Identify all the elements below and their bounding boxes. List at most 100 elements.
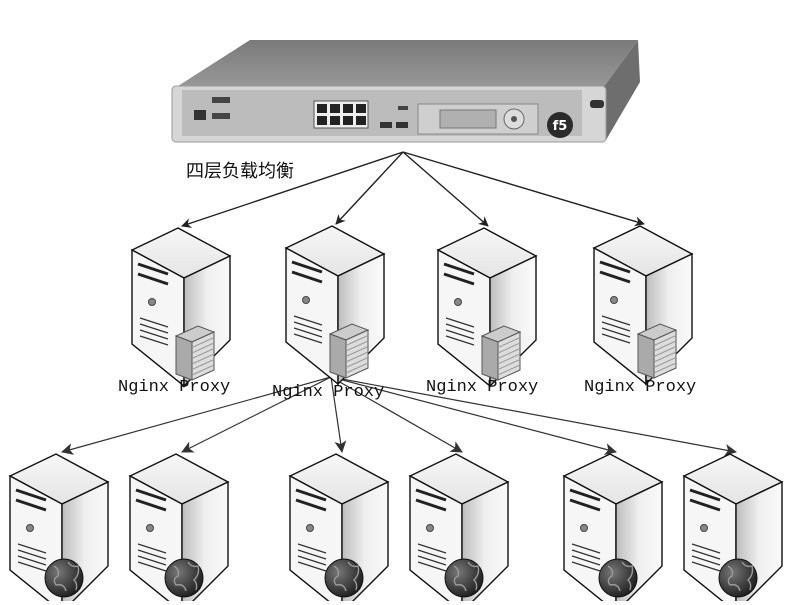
vent-lines-icon	[601, 333, 631, 344]
vent-lines-icon	[417, 549, 447, 560]
web-server-3	[288, 453, 390, 605]
power-button-icon	[26, 524, 34, 532]
vent-lines-icon	[297, 555, 327, 566]
sfp-port-icon	[396, 122, 408, 128]
drive-bay-icon	[599, 260, 631, 274]
f5-logo-icon	[547, 112, 573, 138]
sfp-port-icon	[380, 122, 392, 128]
proxy-server-3	[436, 227, 538, 388]
vent-lines-icon	[445, 317, 475, 328]
vent-lines-icon	[691, 561, 721, 572]
vent-lines-icon	[139, 329, 169, 340]
vent-lines-icon	[297, 549, 327, 560]
drive-bay-icon	[689, 488, 721, 502]
vent-lines-icon	[137, 561, 167, 572]
edge-lb-to-proxy-2	[335, 151, 404, 225]
drive-bay-icon	[135, 498, 167, 512]
web-servers	[8, 453, 784, 605]
drive-bay-icon	[415, 498, 447, 512]
drive-bay-icon	[135, 488, 167, 502]
vent-lines-icon	[293, 315, 323, 326]
edge-proxy-to-web-4	[330, 376, 463, 453]
vent-lines-icon	[571, 555, 601, 566]
proxy-label: Nginx Proxy	[426, 378, 539, 397]
drive-bay-icon	[689, 498, 721, 512]
edge-proxy-to-web-5	[330, 376, 617, 456]
power-button-icon	[306, 524, 314, 532]
proxy-servers	[130, 225, 694, 388]
vent-lines-icon	[571, 543, 601, 554]
edge-proxy-to-web-2	[181, 376, 332, 453]
vent-lines-icon	[691, 543, 721, 554]
power-button-icon	[148, 298, 156, 306]
ethernet-port-icons	[317, 104, 366, 125]
power-button-icon	[302, 296, 310, 304]
vent-lines-icon	[139, 323, 169, 334]
globe-icon	[164, 558, 204, 598]
vent-lines-icon	[139, 317, 169, 328]
power-button-icon	[580, 524, 588, 532]
vent-lines-icon	[691, 555, 721, 566]
edge-proxy-to-web-6	[330, 376, 737, 456]
vent-lines-icon	[17, 561, 47, 572]
vent-lines-icon	[293, 327, 323, 338]
lcd-screen	[439, 109, 497, 129]
vent-lines-icon	[293, 321, 323, 332]
edge-proxy-to-web-1	[61, 376, 332, 455]
power-button-icon	[146, 524, 154, 532]
drive-bay-icon	[415, 488, 447, 502]
usb-port-icon	[398, 106, 408, 110]
drive-bay-icon	[295, 488, 327, 502]
power-button-icon	[454, 298, 462, 306]
vent-lines-icon	[137, 543, 167, 554]
web-server-1	[8, 453, 110, 605]
f5-load-balancer: f5	[171, 40, 640, 143]
globe-icon	[718, 558, 758, 598]
vent-lines-icon	[17, 549, 47, 560]
drive-bay-icon	[137, 272, 169, 286]
proxy-to-web-edges	[61, 376, 737, 456]
globe-icon	[444, 558, 484, 598]
drive-bay-icon	[569, 498, 601, 512]
proxy-server-4	[592, 225, 694, 386]
vent-lines-icon	[139, 335, 169, 346]
drive-bay-icon	[291, 270, 323, 284]
edge-lb-to-proxy-3	[402, 151, 489, 227]
power-button-icon	[610, 296, 618, 304]
drive-bay-icon	[569, 488, 601, 502]
web-server-2	[128, 453, 230, 605]
drive-bay-icon	[15, 498, 47, 512]
layer4-lb-label: 四层负载均衡	[186, 161, 294, 182]
proxy-server-1	[130, 227, 232, 388]
drive-bay-icon	[15, 488, 47, 502]
edge-proxy-to-web-3	[330, 376, 347, 453]
vent-lines-icon	[417, 543, 447, 554]
globe-icon	[324, 558, 364, 598]
drive-bay-icon	[291, 260, 323, 274]
vent-lines-icon	[417, 561, 447, 572]
lb-side-panel	[600, 40, 640, 140]
mgmt-port-icon	[194, 110, 206, 120]
vent-lines-icon	[17, 555, 47, 566]
rack-ear-icon	[590, 100, 604, 108]
web-server-4	[408, 453, 510, 605]
vent-lines-icon	[297, 543, 327, 554]
lb-top-panel	[178, 40, 638, 92]
vent-lines-icon	[297, 561, 327, 572]
vent-lines-icon	[601, 321, 631, 332]
edge-lb-to-proxy-4	[402, 151, 645, 227]
vent-lines-icon	[601, 327, 631, 338]
proxy-stack-icon	[174, 325, 216, 381]
drive-bay-icon	[295, 498, 327, 512]
drive-bay-icon	[443, 262, 475, 276]
serial-port-icon	[212, 113, 230, 119]
vent-lines-icon	[571, 561, 601, 572]
globe-icon	[44, 558, 84, 598]
drive-bay-icon	[443, 272, 475, 286]
web-server-6	[682, 453, 784, 605]
vent-lines-icon	[137, 549, 167, 560]
drive-bay-icon	[599, 270, 631, 284]
globe-icon	[598, 558, 638, 598]
proxy-label: Nginx Proxy	[584, 378, 697, 397]
